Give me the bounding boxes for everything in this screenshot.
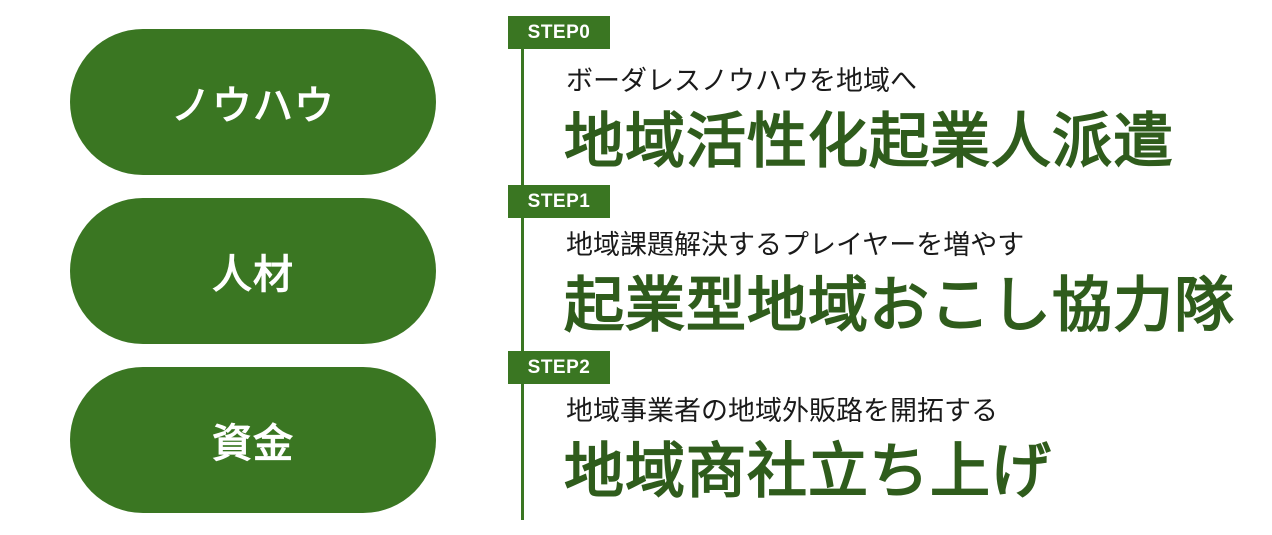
step-subtitle-0: ボーダレスノウハウを地域へ: [566, 66, 917, 97]
timeline-line: [521, 18, 524, 520]
step-badge-0: STEP0: [508, 16, 610, 49]
pillar-talent: 人材: [70, 198, 436, 344]
step-title-1: 起業型地域おこし協力隊: [564, 271, 1235, 341]
step-badge-1: STEP1: [508, 185, 610, 218]
pillar-funding: 資金: [70, 367, 436, 513]
pillar-knowhow: ノウハウ: [70, 29, 436, 175]
step-subtitle-2: 地域事業者の地域外販路を開拓する: [566, 396, 998, 427]
step-badge-2: STEP2: [508, 351, 610, 384]
step-title-0: 地域活性化起業人派遣: [564, 107, 1174, 177]
step-subtitle-1: 地域課題解決するプレイヤーを増やす: [566, 230, 1025, 261]
step-title-2: 地域商社立ち上げ: [564, 437, 1052, 507]
